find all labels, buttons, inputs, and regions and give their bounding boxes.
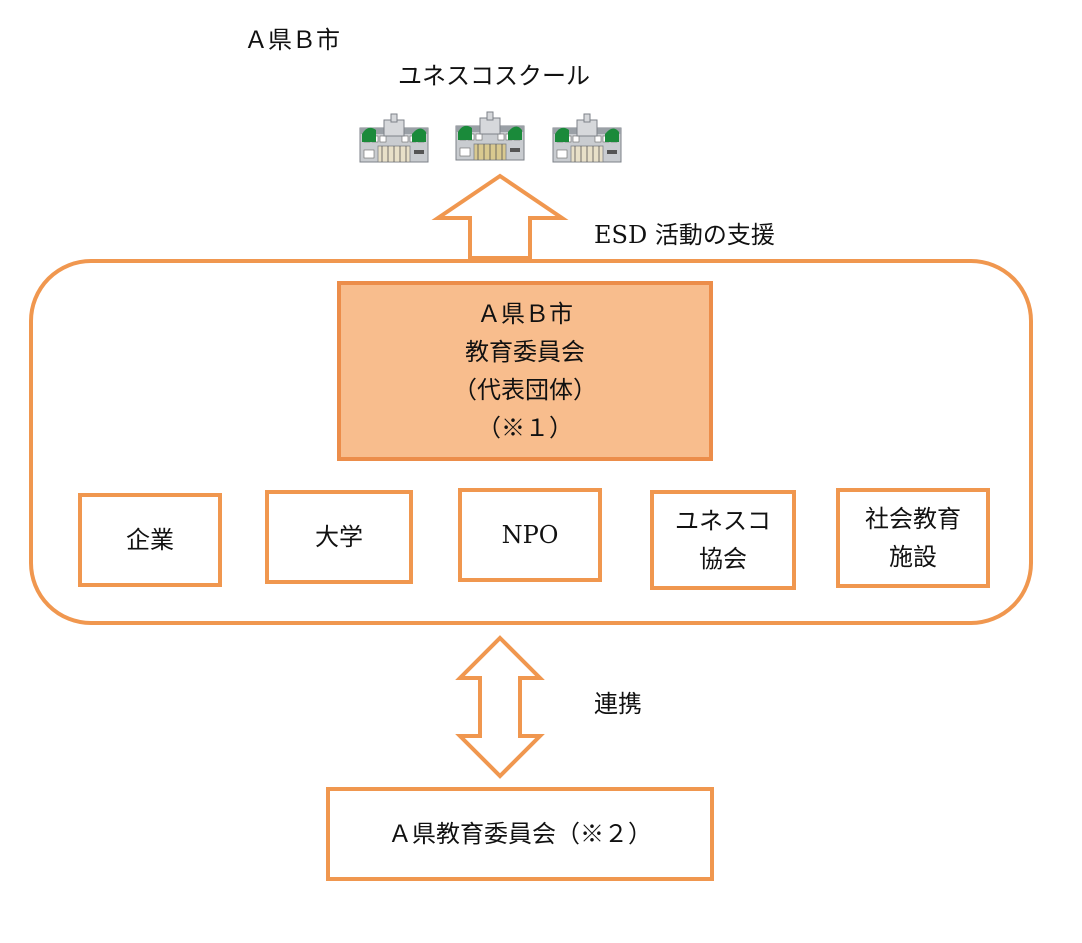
member-label: ユネスコ [675,507,771,535]
member-label: 大学 [315,523,363,551]
member-label: 施設 [889,543,937,571]
city-label: Ａ県Ｂ市 [244,26,340,54]
link-double-arrow [455,635,545,779]
member-label: 協会 [699,545,747,573]
member-label: 社会教育 [865,505,961,533]
member-box-company: 企業 [78,493,222,587]
unesco-school-label: ユネスコスクール [398,62,590,90]
member-box-university: 大学 [265,490,413,584]
representative-board-box: Ａ県Ｂ市 教育委員会 （代表団体） （※１） [337,281,713,461]
link-label: 連携 [594,690,642,718]
consortium-frame [29,259,1033,625]
school-building-icon [455,111,525,161]
member-label: NPO [501,521,559,549]
support-arrow [431,173,569,260]
member-box-social-education: 社会教育 施設 [836,488,990,588]
school-building-icon [359,113,429,163]
member-box-npo: NPO [458,488,602,582]
main-line: Ａ県Ｂ市 [477,300,573,328]
member-box-unesco-association: ユネスコ 協会 [650,490,796,590]
member-label: 企業 [126,526,174,554]
school-building-icon [552,113,622,163]
support-label: ESD 活動の支援 [594,221,775,249]
main-line: （※１） [477,414,573,442]
prefecture-board-box: Ａ県教育委員会（※２） [326,787,714,881]
main-line: 教育委員会 [465,338,585,366]
main-line: （代表団体） [453,376,597,404]
prefecture-board-label: Ａ県教育委員会（※２） [388,820,652,848]
